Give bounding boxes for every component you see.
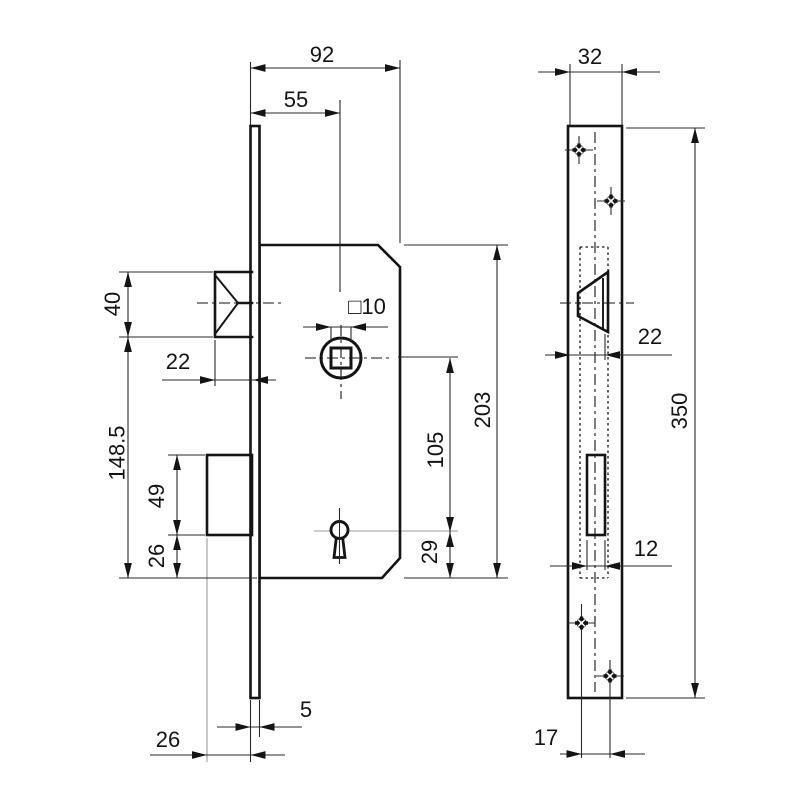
dim-lower-height: 148.5 bbox=[105, 425, 130, 480]
arrowhead bbox=[124, 272, 132, 287]
arrowhead bbox=[253, 376, 268, 384]
faceplate-front-view bbox=[560, 124, 634, 758]
arrowhead bbox=[124, 337, 132, 352]
deadbolt-profile bbox=[205, 453, 254, 537]
arrowhead bbox=[235, 723, 251, 731]
dimension-labels: 92 55 32 40 22 148.5 49 26 □10 105 29 20… bbox=[100, 42, 692, 752]
dim-latch-width: 22 bbox=[638, 324, 662, 349]
dim-latch-protrusion: 22 bbox=[166, 349, 190, 374]
dim-screw-spacing: 17 bbox=[534, 725, 558, 750]
dim-bolt-slot-width: 12 bbox=[634, 536, 658, 561]
dim-case-height: 203 bbox=[470, 392, 495, 429]
arrowhead bbox=[173, 563, 181, 578]
dim-backset: 55 bbox=[284, 87, 308, 112]
dim-deadbolt-height: 49 bbox=[144, 484, 169, 508]
arrowhead bbox=[610, 750, 625, 758]
spindle-hub bbox=[305, 325, 393, 399]
arrowhead bbox=[572, 562, 587, 570]
extension-lines bbox=[119, 60, 705, 762]
latch-bolt-front bbox=[560, 269, 634, 335]
arrowhead bbox=[124, 322, 132, 337]
arrowhead bbox=[691, 128, 699, 143]
faceplate-outline bbox=[566, 124, 624, 700]
arrowhead bbox=[173, 520, 181, 535]
dim-spindle-to-key: 105 bbox=[423, 432, 448, 469]
arrowhead bbox=[325, 109, 340, 117]
arrowhead bbox=[173, 535, 181, 550]
dim-key-to-bottom: 29 bbox=[417, 540, 442, 564]
arrowhead bbox=[555, 351, 570, 359]
dim-faceplate-height: 350 bbox=[667, 393, 692, 430]
hidden-case-outline bbox=[579, 246, 609, 579]
dim-spindle-square: □10 bbox=[348, 294, 386, 319]
arrowhead bbox=[250, 109, 266, 117]
arrowhead bbox=[493, 563, 501, 578]
arrowhead bbox=[124, 563, 132, 578]
arrowhead bbox=[446, 517, 454, 532]
arrowhead bbox=[566, 750, 582, 758]
arrowhead bbox=[250, 751, 266, 759]
faceplate-edge bbox=[249, 124, 261, 700]
arrowhead bbox=[259, 723, 275, 731]
dim-deadbolt-to-bottom: 26 bbox=[144, 544, 169, 568]
arrowhead bbox=[192, 751, 207, 759]
arrowhead bbox=[605, 562, 620, 570]
arrowhead bbox=[446, 532, 454, 547]
arrowhead bbox=[173, 455, 181, 470]
arrowhead bbox=[446, 358, 454, 373]
screw-icon bbox=[575, 616, 588, 630]
latch-bolt-profile bbox=[197, 270, 281, 339]
arrowhead bbox=[250, 64, 266, 72]
screws bbox=[572, 143, 618, 683]
screw-icon bbox=[604, 194, 618, 208]
dim-deadbolt-throw: 26 bbox=[156, 727, 180, 752]
arrowhead bbox=[622, 68, 637, 76]
deadbolt-slot bbox=[585, 453, 607, 537]
arrowhead bbox=[316, 323, 331, 331]
arrowhead bbox=[493, 245, 501, 260]
screw-icon bbox=[572, 143, 586, 157]
arrowhead bbox=[446, 563, 454, 578]
arrowhead bbox=[351, 323, 366, 331]
arrowhead bbox=[385, 64, 400, 72]
arrowhead bbox=[200, 376, 215, 384]
dim-latch-height: 40 bbox=[100, 292, 125, 316]
arrowhead bbox=[555, 68, 570, 76]
keyhole bbox=[329, 508, 350, 564]
dim-total-depth: 92 bbox=[310, 42, 334, 67]
dim-faceplate-width: 32 bbox=[578, 44, 602, 69]
profile-view bbox=[197, 124, 402, 700]
screw-icon bbox=[603, 669, 617, 683]
dimension-arrows bbox=[124, 64, 699, 759]
dim-faceplate-thickness: 5 bbox=[300, 697, 312, 722]
arrowhead bbox=[691, 683, 699, 698]
arrowhead bbox=[605, 351, 620, 359]
